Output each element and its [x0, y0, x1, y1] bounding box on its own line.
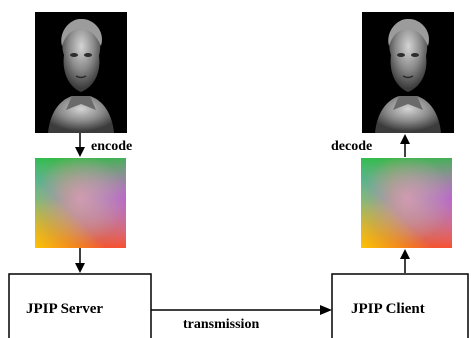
- encode-arrow: [75, 133, 85, 157]
- jpip-client-label: JPIP Client: [351, 301, 425, 317]
- left-geometry-image: [35, 158, 126, 248]
- transmission-arrow: [151, 305, 332, 315]
- client-output-arrow: [400, 249, 410, 273]
- jpip-client-box: [331, 273, 469, 338]
- left-bust-image: [35, 12, 127, 133]
- transmission-label: transmission: [183, 317, 259, 332]
- decode-label: decode: [331, 139, 372, 154]
- right-geometry-image: [361, 158, 452, 248]
- decode-arrow: [400, 134, 410, 157]
- right-bust-image: [362, 12, 454, 133]
- encode-label: encode: [91, 139, 132, 154]
- server-input-arrow: [75, 248, 85, 273]
- jpip-server-label: JPIP Server: [26, 301, 103, 317]
- jpip-server-box: [8, 273, 152, 338]
